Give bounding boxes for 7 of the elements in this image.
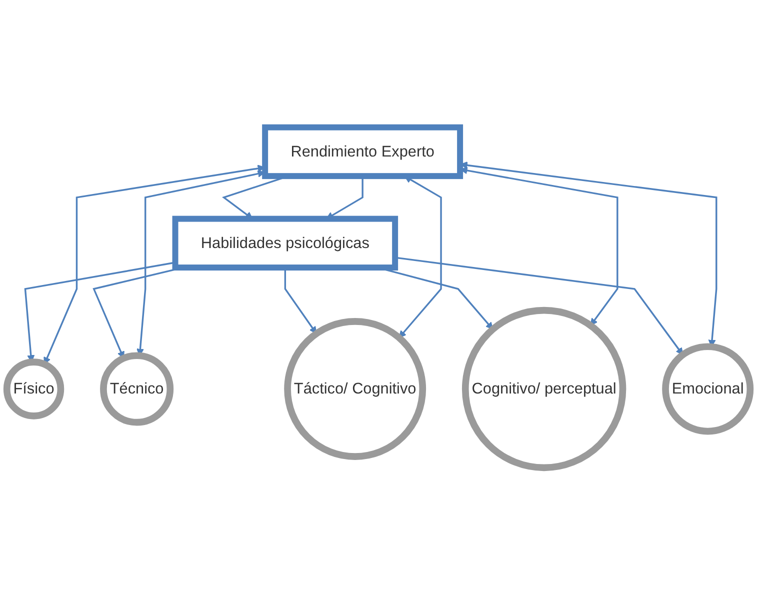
node-circle: Cognitivo/ perceptual [462,306,626,472]
node-circle: Físico [3,358,64,420]
node-circle: Técnico [100,352,174,426]
node-circle: Emocional [662,343,754,435]
node-circle: Táctico/ Cognitivo [284,318,426,460]
node-box: Habilidades psicológicas [172,216,398,271]
node-box: Rendimiento Experto [262,124,464,180]
